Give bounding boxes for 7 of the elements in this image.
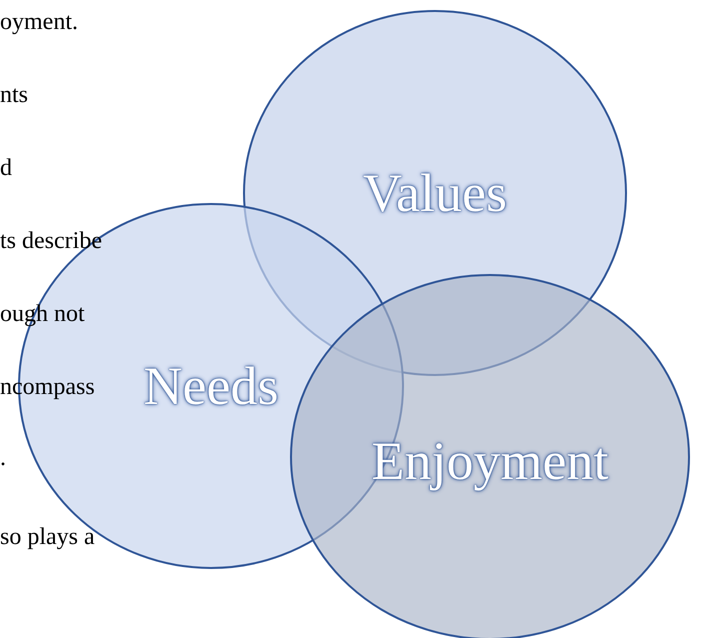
paragraph-text: so plays a: [0, 523, 95, 551]
circle-label: Needs: [144, 356, 278, 416]
paragraph-text: oyment.: [0, 8, 78, 36]
paragraph-text: .: [0, 444, 6, 472]
paragraph-text: nts: [0, 81, 28, 109]
circle-label: Values: [363, 163, 507, 223]
paragraph-text: d: [0, 154, 12, 182]
